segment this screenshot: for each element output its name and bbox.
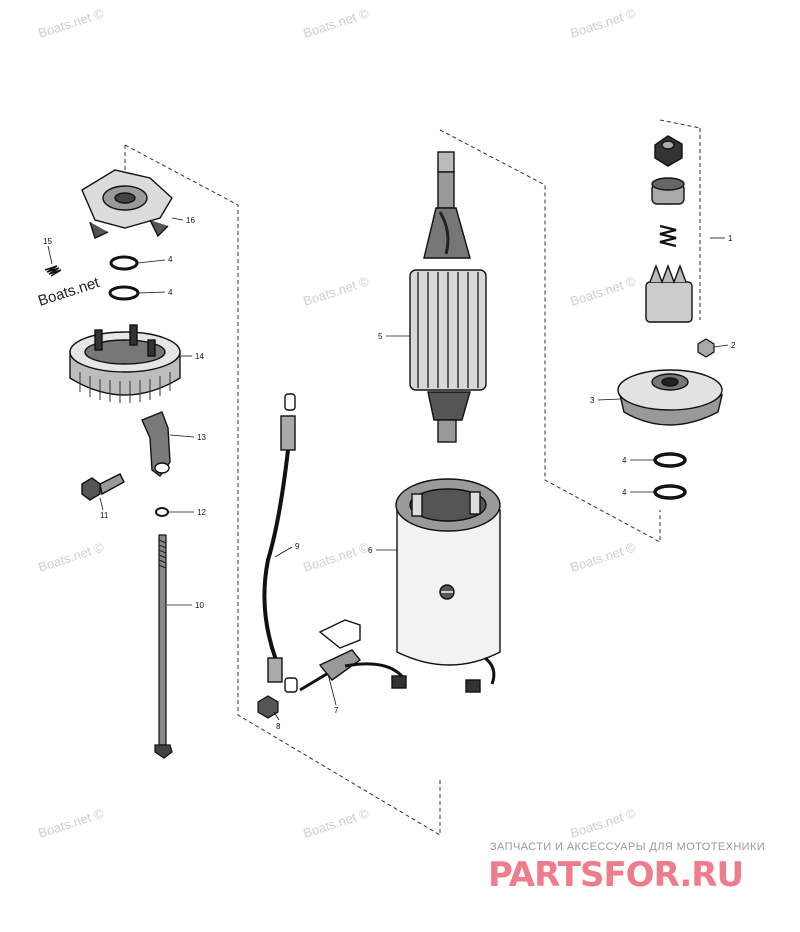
callout-7: 7 (334, 706, 339, 715)
part-16-end-cap (81, 169, 173, 239)
part-3-drive-end-head (617, 369, 724, 426)
part-4-washers-upper (108, 255, 140, 301)
callout-5: 5 (378, 332, 383, 341)
part-1-drive-assembly (645, 135, 693, 323)
callout-1: 1 (728, 234, 733, 243)
part-14-brush-holder (69, 324, 181, 403)
part-12-lock-washer (155, 507, 169, 517)
watermark: Boats.net © (568, 273, 638, 308)
part-11-screw (81, 473, 125, 501)
brand-tagline: ЗАПЧАСТИ И АКСЕССУАРЫ ДЛЯ МОТОТЕХНИКИ (490, 841, 765, 853)
part-13-terminal-bracket (141, 411, 171, 477)
callout-12: 12 (197, 508, 206, 517)
callout-8: 8 (276, 722, 281, 731)
callout-9: 9 (295, 542, 300, 551)
callout-4: 4 (622, 456, 627, 465)
callout-16: 16 (186, 216, 195, 225)
watermark: Boats.net © (568, 805, 638, 840)
brand-name: PARTSFOR.RU (488, 855, 743, 895)
watermark: Boats.net © (36, 5, 106, 40)
callout-4: 4 (168, 288, 173, 297)
assembly-dashed-lines (124, 119, 701, 836)
part-9-lead-wire (262, 393, 298, 693)
watermark-strong: Boats.net (36, 274, 102, 310)
leader-lines (47, 217, 729, 721)
watermark-layer: Boats.net © Boats.net © Boats.net © Boat… (36, 5, 638, 840)
callout-10: 10 (195, 601, 204, 610)
part-4-washers-lower (653, 452, 687, 500)
callout-4: 4 (622, 488, 627, 497)
watermark: Boats.net © (568, 5, 638, 40)
watermark: Boats.net © (301, 539, 371, 574)
callout-layer: 16 15 4 4 14 13 11 12 10 9 8 7 6 5 1 2 3… (43, 216, 736, 731)
part-5-armature (409, 151, 487, 443)
watermark: Boats.net © (36, 539, 106, 574)
callout-15: 15 (43, 237, 52, 246)
watermark: Boats.net © (301, 273, 371, 308)
part-8-nut (257, 695, 279, 719)
part-6-field-frame (395, 478, 501, 693)
callout-3: 3 (590, 396, 595, 405)
watermark: Boats.net © (301, 5, 371, 40)
part-10-through-bolt (154, 534, 173, 759)
part-2-nut (697, 338, 715, 358)
part-7-terminal-stud (299, 619, 407, 692)
watermark: Boats.net © (568, 539, 638, 574)
callout-6: 6 (368, 546, 373, 555)
brand-logo: ЗАПЧАСТИ И АКСЕССУАРЫ ДЛЯ МОТОТЕХНИКИ PA… (488, 841, 765, 895)
callout-11: 11 (100, 511, 109, 520)
callout-14: 14 (195, 352, 204, 361)
part-15-spring (44, 265, 62, 277)
watermark: Boats.net © (301, 805, 371, 840)
callout-2: 2 (731, 341, 736, 350)
callout-4: 4 (168, 255, 173, 264)
watermark: Boats.net © (36, 805, 106, 840)
callout-13: 13 (197, 433, 206, 442)
